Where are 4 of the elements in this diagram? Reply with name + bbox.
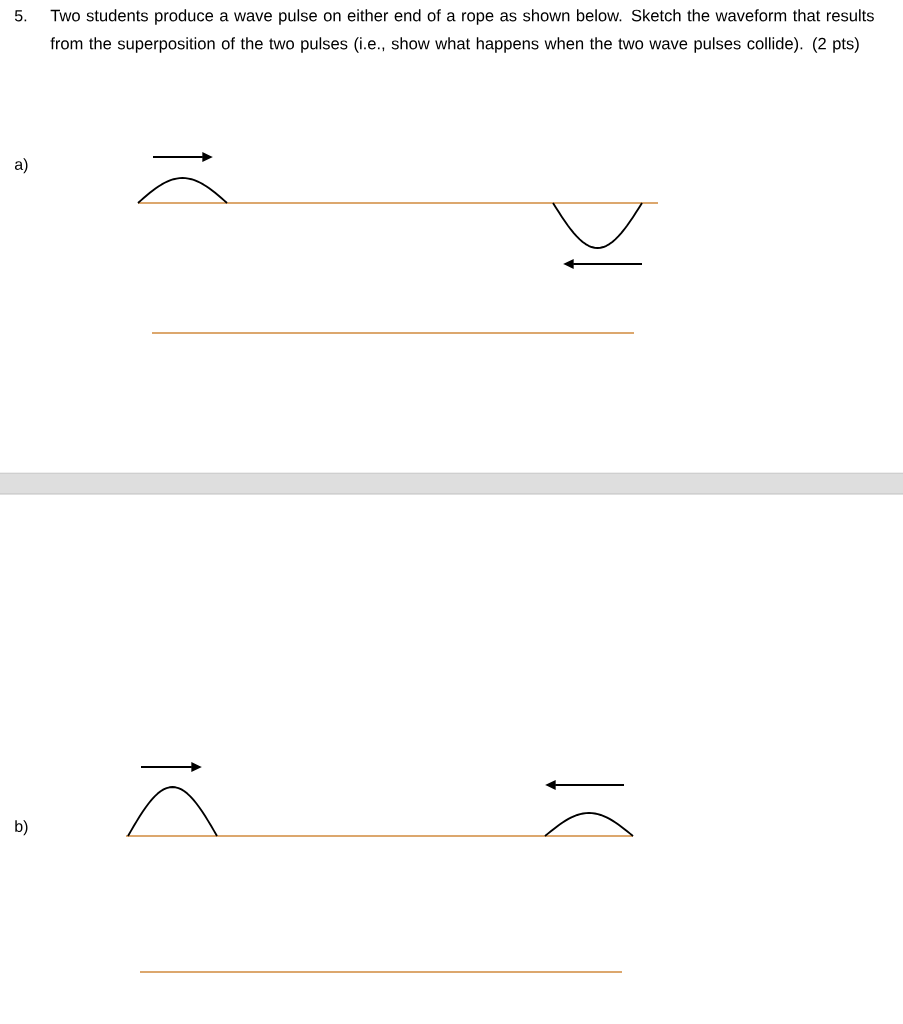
question-text: Two students produce a wave pulse on either end of a rope as shown below. Sketch the waveform that results from the superposition of the two pulses (i.e., show what happens when the two wave pulses collide). (2 pts) bbox=[50, 9, 874, 53]
question-number: 5. bbox=[14, 10, 27, 22]
part-label: b) bbox=[15, 820, 28, 836]
part-label: a) bbox=[14, 158, 28, 174]
